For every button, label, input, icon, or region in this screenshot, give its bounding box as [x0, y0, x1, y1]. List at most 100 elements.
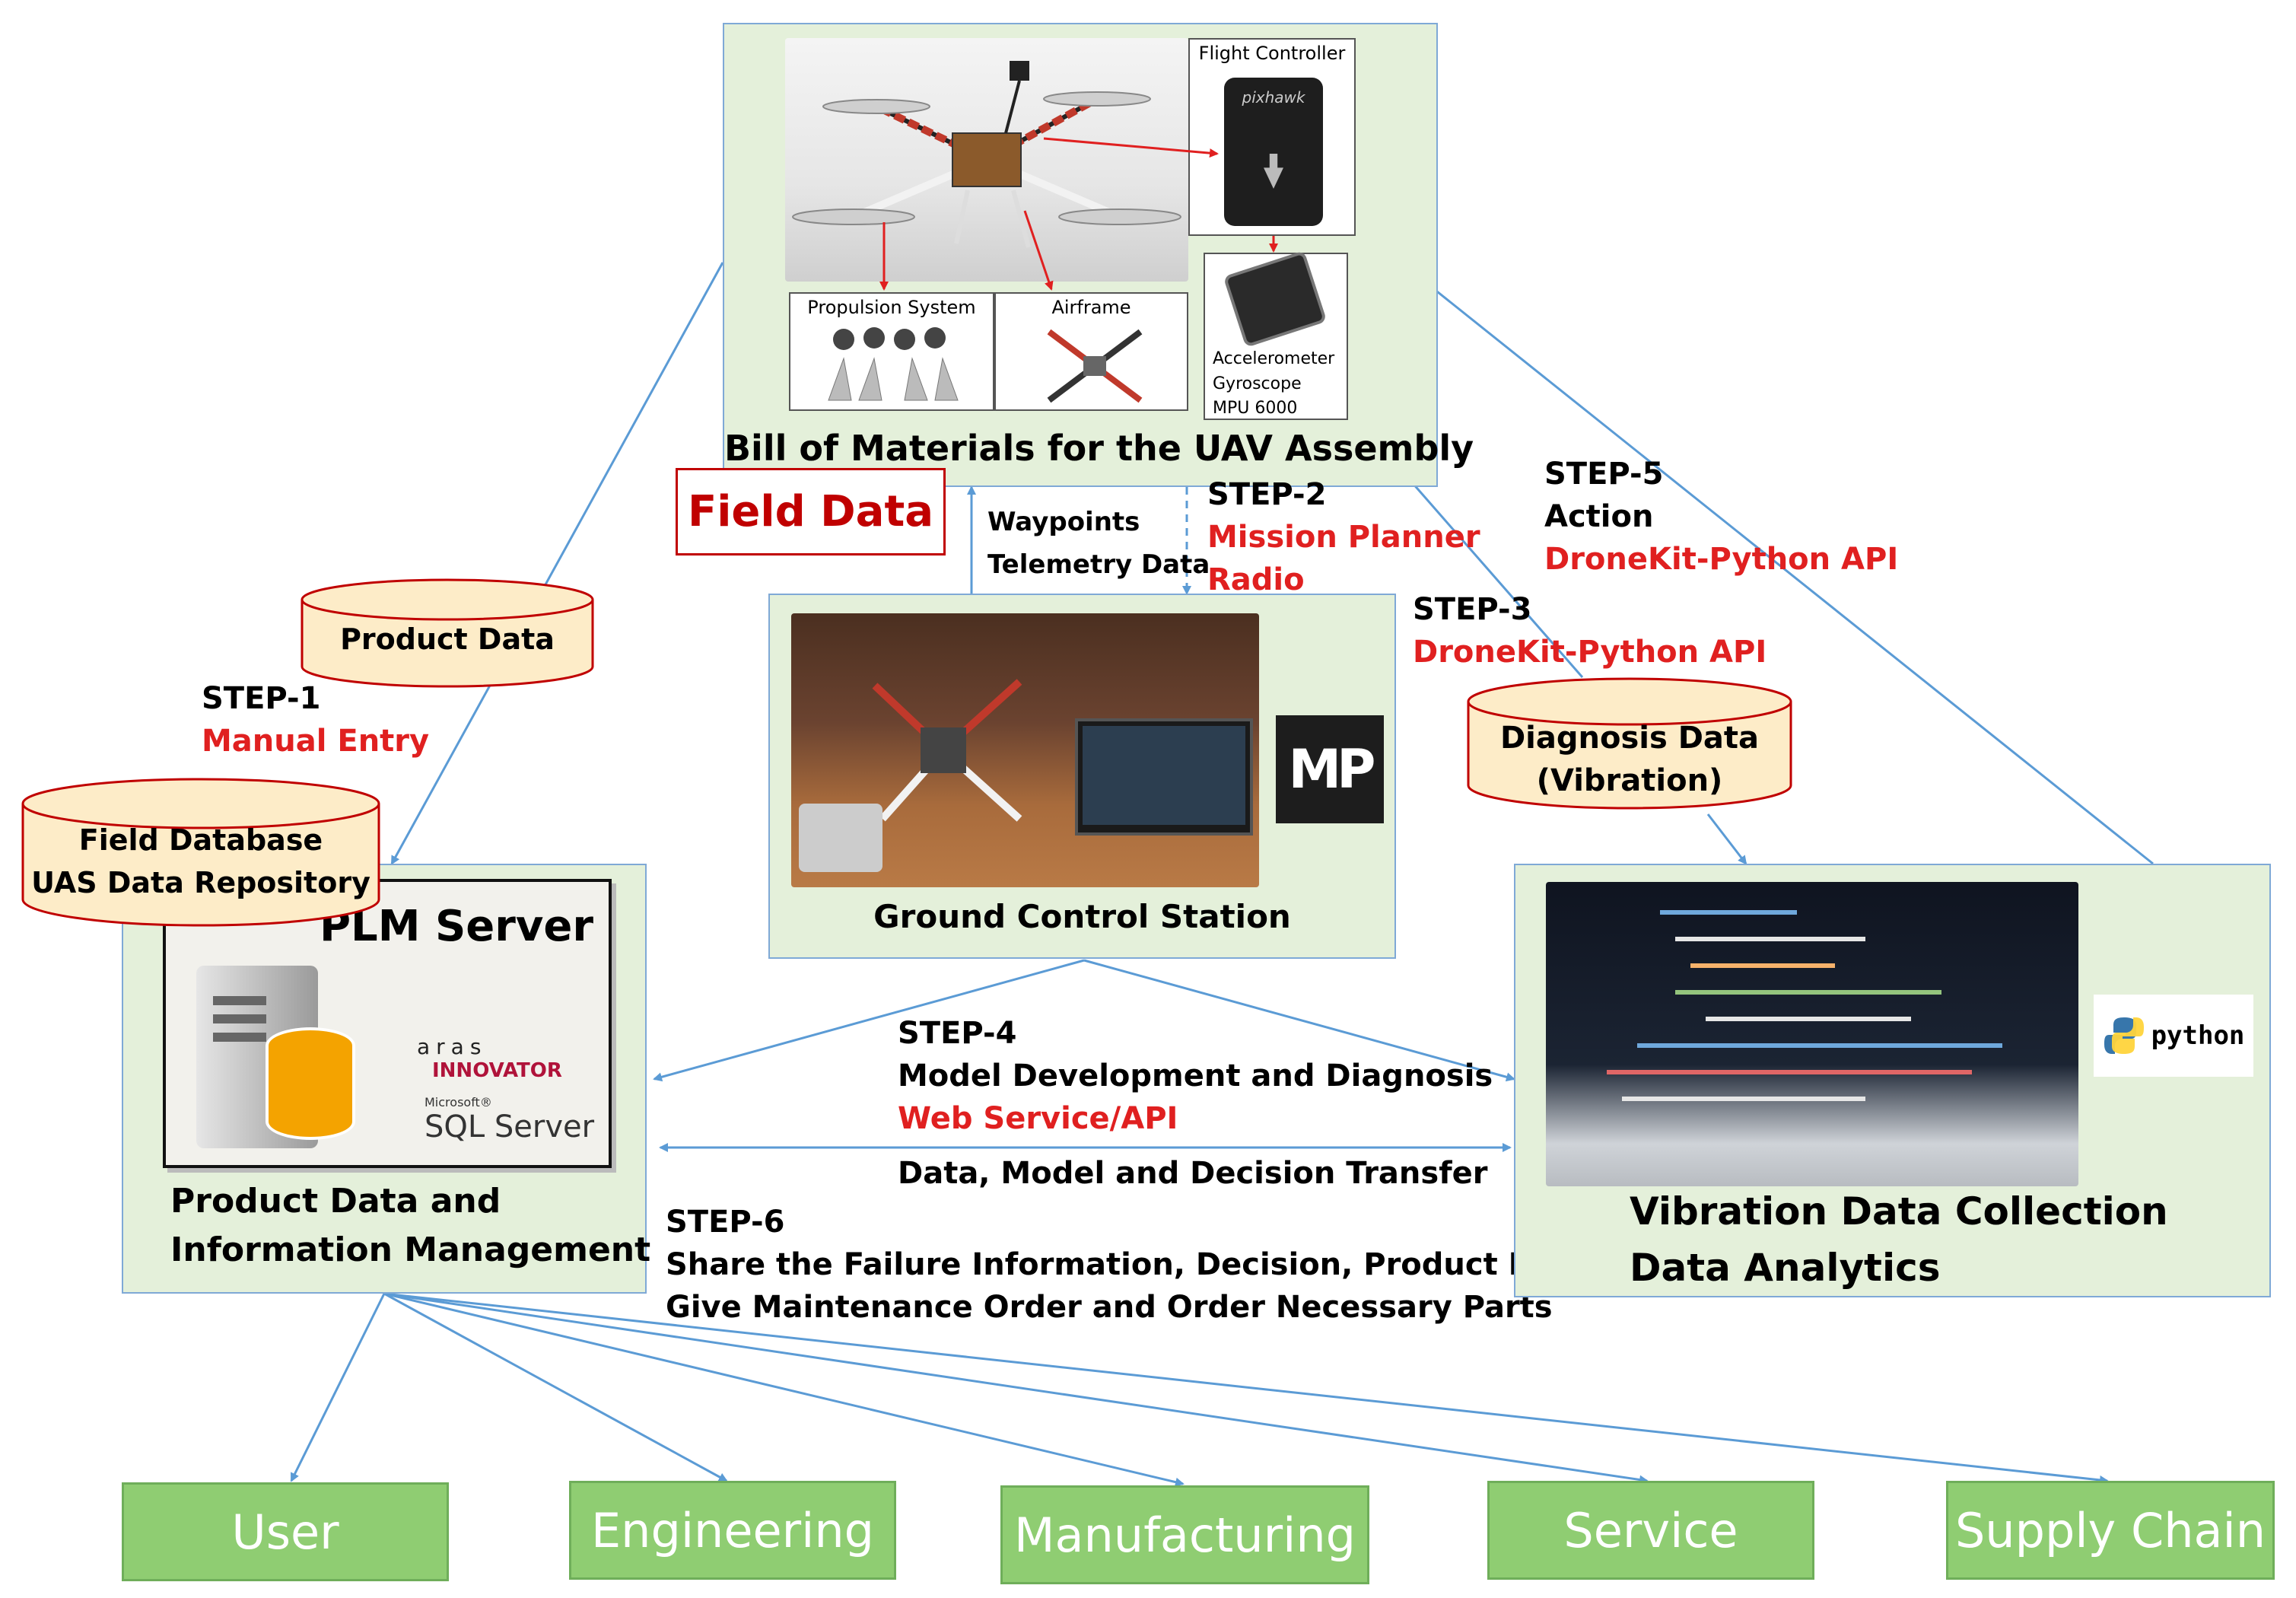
- sensor-label-3: MPU 6000: [1213, 399, 1298, 418]
- step3-text: STEP-3 DroneKit-Python API: [1413, 588, 1767, 673]
- dept-service: Service: [1487, 1481, 1814, 1580]
- step2-line2: Radio: [1207, 562, 1305, 597]
- dept-user: User: [122, 1482, 449, 1581]
- step6-label: STEP-6: [666, 1205, 785, 1240]
- plm-panel: PLM Server aras INNOVATOR Microsoft® SQL…: [122, 864, 650, 1294]
- sensor-label-1: Accelerometer: [1213, 349, 1335, 368]
- field-database: [21, 778, 380, 927]
- propeller-icon: [828, 327, 959, 401]
- step4-text: STEP-4 Model Development and Diagnosis W…: [898, 1012, 1493, 1140]
- sensor-box: Accelerometer Gyroscope MPU 6000: [1204, 253, 1348, 420]
- step2-text: STEP-2 Mission Planner Radio: [1207, 473, 1480, 601]
- aras-top: aras: [417, 1034, 488, 1059]
- database-icon: [269, 1030, 352, 1137]
- line-plm-to-user: [290, 1293, 386, 1482]
- step2-label: STEP-2: [1207, 477, 1327, 512]
- step1-label: STEP-1: [202, 681, 321, 716]
- bom-panel: Flight Controller pixhawk Accelerometer …: [723, 23, 1474, 487]
- plm-caption-line2: Information Management: [170, 1230, 651, 1269]
- step4-line1: Model Development and Diagnosis: [898, 1058, 1493, 1093]
- bom-arrows: [879, 137, 1278, 291]
- diagnosis-data-db: [1467, 677, 1792, 810]
- step1-line1: Manual Entry: [202, 724, 430, 759]
- line-plm-to-supply: [383, 1292, 2109, 1485]
- line-vib-to-fc: [1356, 227, 2154, 865]
- bom-title: Bill of Materials for the UAV Assembly: [724, 428, 1474, 469]
- transfer-label: Data, Model and Decision Transfer: [898, 1156, 1488, 1191]
- python-logo: python: [2094, 995, 2253, 1077]
- code-screen-icon: [1607, 910, 2002, 1101]
- waypoints-label: Waypoints Telemetry Data: [987, 501, 1210, 586]
- line-bom-to-plm: [390, 262, 724, 865]
- propulsion-label: Propulsion System: [807, 297, 976, 318]
- python-icon: [2104, 1017, 2144, 1054]
- propulsion-box: Propulsion System: [789, 292, 994, 411]
- field-db-line2: UAS Data Repository: [31, 866, 370, 899]
- line-gcs-to-vib: [1083, 959, 1515, 1082]
- step5-text: STEP-5 Action DroneKit-Python API: [1544, 453, 1898, 581]
- vib-caption-line2: Data Analytics: [1630, 1246, 1941, 1290]
- line-plm-to-manufacturing: [383, 1292, 1185, 1487]
- step3-line1: DroneKit-Python API: [1413, 635, 1767, 670]
- vibration-panel: python Vibration Data Collection Data An…: [1514, 864, 2271, 1297]
- diagnosis-data-label: Diagnosis Data (Vibration): [1465, 717, 1794, 802]
- airframe-icon: [1047, 329, 1143, 403]
- step4-line2: Web Service/API: [898, 1101, 1178, 1136]
- step2-line1: Mission Planner: [1207, 520, 1480, 555]
- line-diagnosis-to-vib: [1706, 813, 1747, 865]
- diagnosis-line1: Diagnosis Data: [1499, 721, 1760, 756]
- step6-text: STEP-6 Share the Failure Information, De…: [666, 1201, 1589, 1329]
- line-plm-to-engineering: [383, 1292, 728, 1482]
- plm-caption: Product Data and Information Management: [170, 1177, 650, 1275]
- vib-caption-line1: Vibration Data Collection: [1630, 1189, 2168, 1234]
- code-laptop-photo: [1546, 882, 2078, 1186]
- waypoints-line1: Waypoints: [987, 507, 1140, 537]
- mission-planner-logo: MP: [1276, 715, 1384, 823]
- step3-label: STEP-3: [1413, 592, 1532, 627]
- step4-label: STEP-4: [898, 1016, 1017, 1051]
- field-data-label: Field Data: [687, 487, 934, 536]
- drone-icon: [792, 61, 1181, 248]
- plm-caption-line1: Product Data and: [170, 1182, 501, 1221]
- airframe-label: Airframe: [1051, 297, 1131, 318]
- sensor-label-2: Gyroscope: [1213, 374, 1302, 393]
- vib-caption: Vibration Data Collection Data Analytics: [1630, 1183, 2168, 1296]
- gcs-panel: MP Ground Control Station: [768, 594, 1396, 959]
- line-gcs-to-plm: [653, 959, 1085, 1082]
- pixhawk-board: pixhawk: [1224, 78, 1323, 226]
- drone-photo: [785, 38, 1188, 282]
- dept-supply-chain: Supply Chain: [1946, 1481, 2275, 1580]
- waypoints-line2: Telemetry Data: [987, 549, 1210, 580]
- mp-logo-text: MP: [1288, 738, 1376, 801]
- diagnosis-line2: (Vibration): [1536, 763, 1723, 798]
- step1-text: STEP-1 Manual Entry: [202, 677, 429, 762]
- airframe-box: Airframe: [994, 292, 1188, 411]
- sql-server-logo: Microsoft® SQL Server: [394, 1095, 594, 1144]
- pixhawk-logo: pixhawk: [1242, 88, 1305, 107]
- step6-line1: Share the Failure Information, Decision,…: [666, 1247, 1589, 1282]
- gcs-title: Ground Control Station: [873, 898, 1291, 935]
- sql-bottom: SQL Server: [425, 1109, 595, 1144]
- gcs-photo: [791, 613, 1259, 887]
- step5-line1: Action: [1544, 499, 1654, 534]
- flight-controller-label: Flight Controller: [1198, 43, 1346, 64]
- aras-innovator-logo: aras INNOVATOR: [394, 1034, 562, 1082]
- dept-manufacturing: Manufacturing: [1000, 1485, 1369, 1584]
- field-db-line1: Field Database: [78, 823, 323, 857]
- line-plm-to-service: [383, 1292, 1649, 1485]
- step5-line2: DroneKit-Python API: [1544, 542, 1899, 577]
- step6-line2: Give Maintenance Order and Order Necessa…: [666, 1290, 1553, 1325]
- dept-engineering: Engineering: [569, 1481, 896, 1580]
- product-data-label: Product Data: [340, 622, 555, 656]
- aras-bottom: INNOVATOR: [432, 1059, 562, 1082]
- field-db-label: Field Database UAS Data Repository: [20, 819, 382, 904]
- python-logo-text: python: [2151, 1020, 2245, 1051]
- field-data-label-box: Field Data: [676, 468, 946, 555]
- sql-top: Microsoft®: [425, 1095, 492, 1109]
- gcs-drone-laptop-icon: [799, 679, 1253, 872]
- step5-label: STEP-5: [1544, 457, 1664, 492]
- product-data-db: [301, 578, 594, 688]
- flight-controller-box: Flight Controller pixhawk: [1188, 38, 1356, 236]
- plm-server-box: PLM Server aras INNOVATOR Microsoft® SQL…: [163, 879, 612, 1168]
